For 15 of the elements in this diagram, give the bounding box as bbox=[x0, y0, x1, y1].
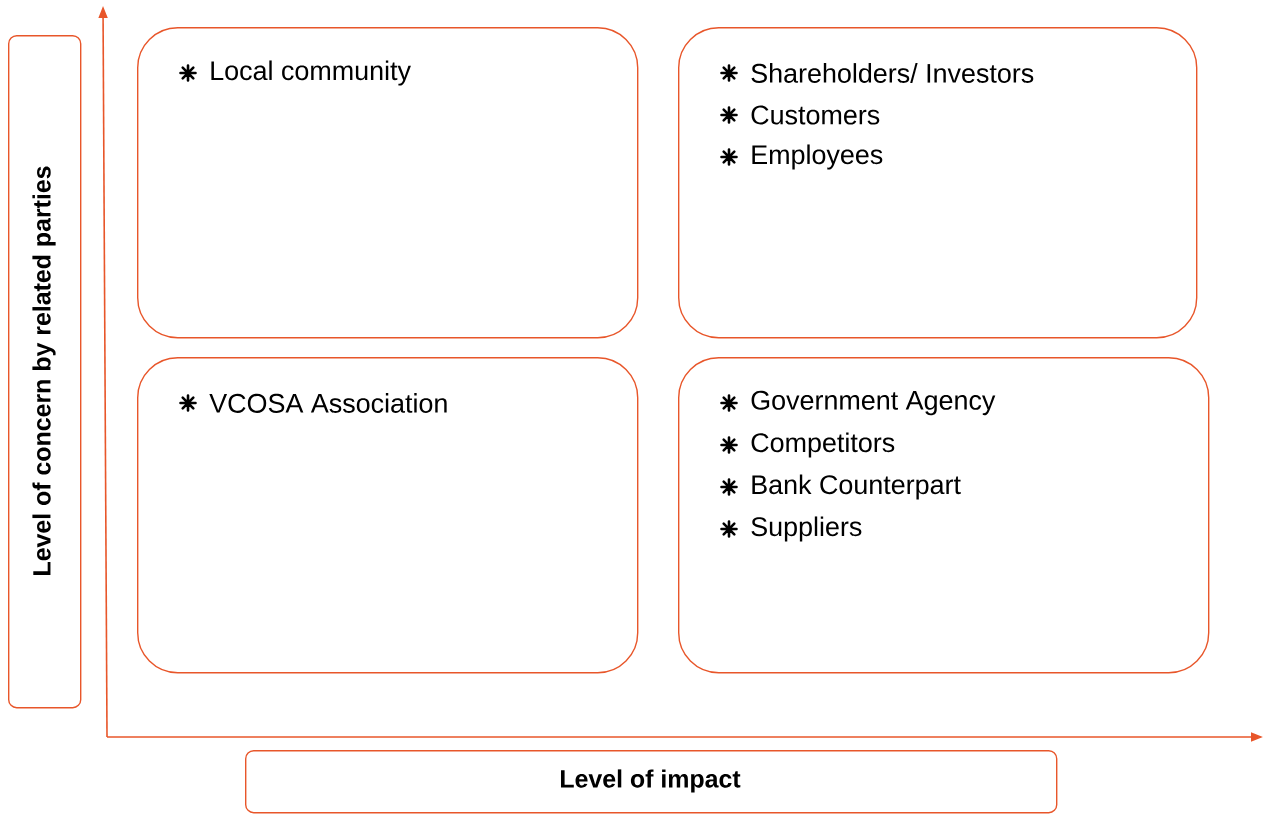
list-item: Local community bbox=[211, 60, 411, 86]
list-item: Shareholders/ Investors bbox=[751, 63, 1034, 83]
list-item: Employees bbox=[752, 144, 883, 170]
list-item: Government Agency bbox=[751, 390, 996, 416]
quadrant-box bbox=[678, 27, 1198, 339]
list-item: Customers bbox=[751, 105, 880, 125]
list-item: Suppliers bbox=[751, 516, 862, 542]
list-item: VCOSA Association bbox=[209, 393, 447, 413]
list-item: Competitors bbox=[751, 432, 895, 458]
axis-title-box: Level of impact bbox=[245, 750, 1058, 814]
list-item: Bank Counterpart bbox=[752, 474, 961, 500]
axis-title-box: Level of concern by related parties bbox=[8, 35, 82, 709]
quadrant-box bbox=[137, 357, 639, 674]
quadrant-box bbox=[678, 357, 1210, 674]
quadrant-box bbox=[137, 27, 639, 339]
